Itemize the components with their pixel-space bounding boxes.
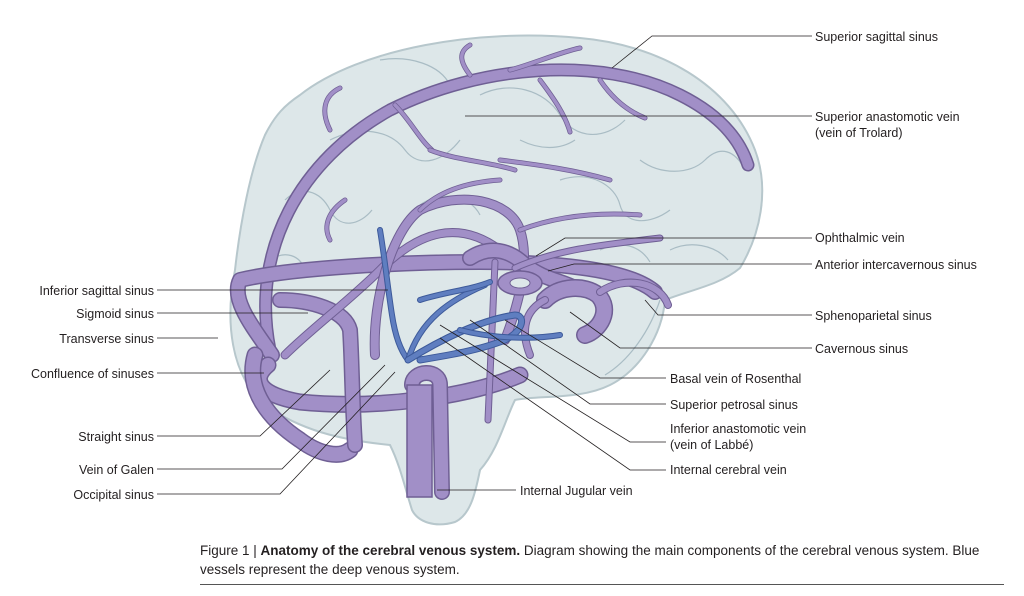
label-internal-jugular-vein: Internal Jugular vein (520, 484, 633, 498)
label-vein-of-labbe: (vein of Labbé) (670, 438, 753, 452)
caption-title: Anatomy of the cerebral venous system. (260, 543, 521, 558)
label-occipital-sinus: Occipital sinus (73, 488, 154, 502)
caption-prefix: Figure 1 | (200, 543, 261, 558)
label-confluence-of-sinuses: Confluence of sinuses (31, 367, 154, 381)
label-inferior-sagittal-sinus: Inferior sagittal sinus (39, 284, 154, 298)
label-vein-of-galen: Vein of Galen (79, 463, 154, 477)
label-ophthalmic-vein: Ophthalmic vein (815, 231, 905, 245)
label-cavernous-sinus: Cavernous sinus (815, 342, 908, 356)
deep-venous-system (377, 227, 563, 364)
label-sigmoid-sinus: Sigmoid sinus (76, 307, 154, 321)
leader-lines (157, 35, 812, 495)
label-internal-cerebral-vein: Internal cerebral vein (670, 463, 787, 477)
label-straight-sinus: Straight sinus (78, 430, 154, 444)
label-inferior-anastomotic-vein: Inferior anastomotic vein (670, 422, 806, 436)
superficial-venous-system (229, 42, 755, 500)
label-sphenoparietal-sinus: Sphenoparietal sinus (815, 309, 932, 323)
caption-body: Diagram showing the main components of t… (200, 543, 980, 577)
label-anterior-intercavernous-sinus: Anterior intercavernous sinus (815, 258, 977, 272)
figure-caption: Figure 1 | Anatomy of the cerebral venou… (200, 541, 1004, 579)
label-superior-petrosal-sinus: Superior petrosal sinus (670, 398, 798, 412)
label-superior-sagittal-sinus: Superior sagittal sinus (815, 30, 938, 44)
label-transverse-sinus: Transverse sinus (59, 332, 154, 346)
label-basal-vein-of-rosenthal: Basal vein of Rosenthal (670, 372, 801, 386)
label-superior-anastomotic-vein: Superior anastomotic vein (815, 110, 960, 124)
caption-divider (200, 584, 1004, 585)
label-vein-of-trolard: (vein of Trolard) (815, 126, 903, 140)
